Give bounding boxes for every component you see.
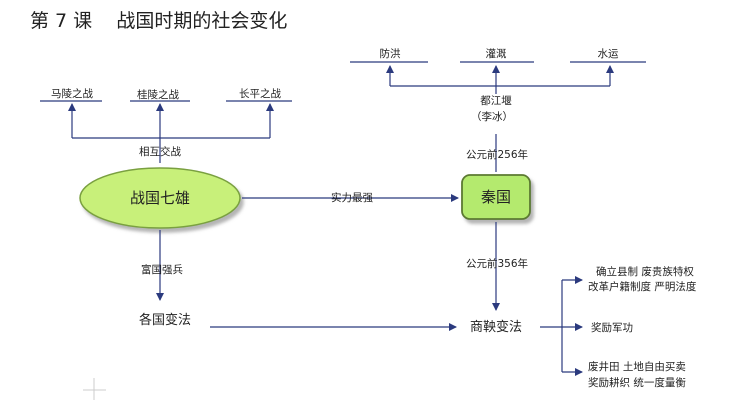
benefit-transport: 水运: [598, 48, 619, 60]
measures-bracket: [540, 276, 583, 376]
measure-1-line2: 改革户籍制度 严明法度: [588, 280, 697, 293]
battle-maling: 马陵之战: [51, 87, 93, 100]
libing-label: （李冰）: [471, 110, 513, 123]
seven-states-node: [79, 167, 241, 229]
measure-2: 奖励军功: [591, 321, 633, 334]
measure-1-line1: 确立县制 废贵族特权: [596, 265, 694, 278]
shang-label: 商鞅变法: [470, 319, 522, 335]
seven-states-label: 战国七雄: [130, 189, 190, 207]
reforms-label: 各国变法: [139, 312, 191, 328]
label-year256: 公元前256年: [466, 148, 528, 161]
benefits-tree: [350, 61, 646, 87]
battles-tree: [40, 100, 292, 163]
benefit-flood: 防洪: [380, 47, 401, 60]
measure-3-line1: 废井田 土地自由买卖: [588, 360, 686, 373]
benefit-irrigation: 灌溉: [486, 47, 507, 60]
crosshair-mark: [83, 378, 106, 400]
label-year356: 公元前356年: [466, 257, 528, 270]
label-mutual-war: 相互交战: [139, 145, 181, 158]
qin-node: [461, 174, 531, 220]
label-strongest: 实力最强: [331, 191, 373, 204]
page-title: 第 7 课 战国时期的社会变化: [30, 10, 288, 32]
battle-guiling: 桂陵之战: [137, 88, 179, 101]
qin-label: 秦国: [481, 188, 511, 206]
battle-changping: 长平之战: [239, 87, 281, 100]
dujiangyan-label: 都江堰: [480, 95, 512, 107]
label-enrich: 富国强兵: [141, 263, 183, 276]
measure-3-line2: 奖励耕织 统一度量衡: [588, 376, 686, 389]
